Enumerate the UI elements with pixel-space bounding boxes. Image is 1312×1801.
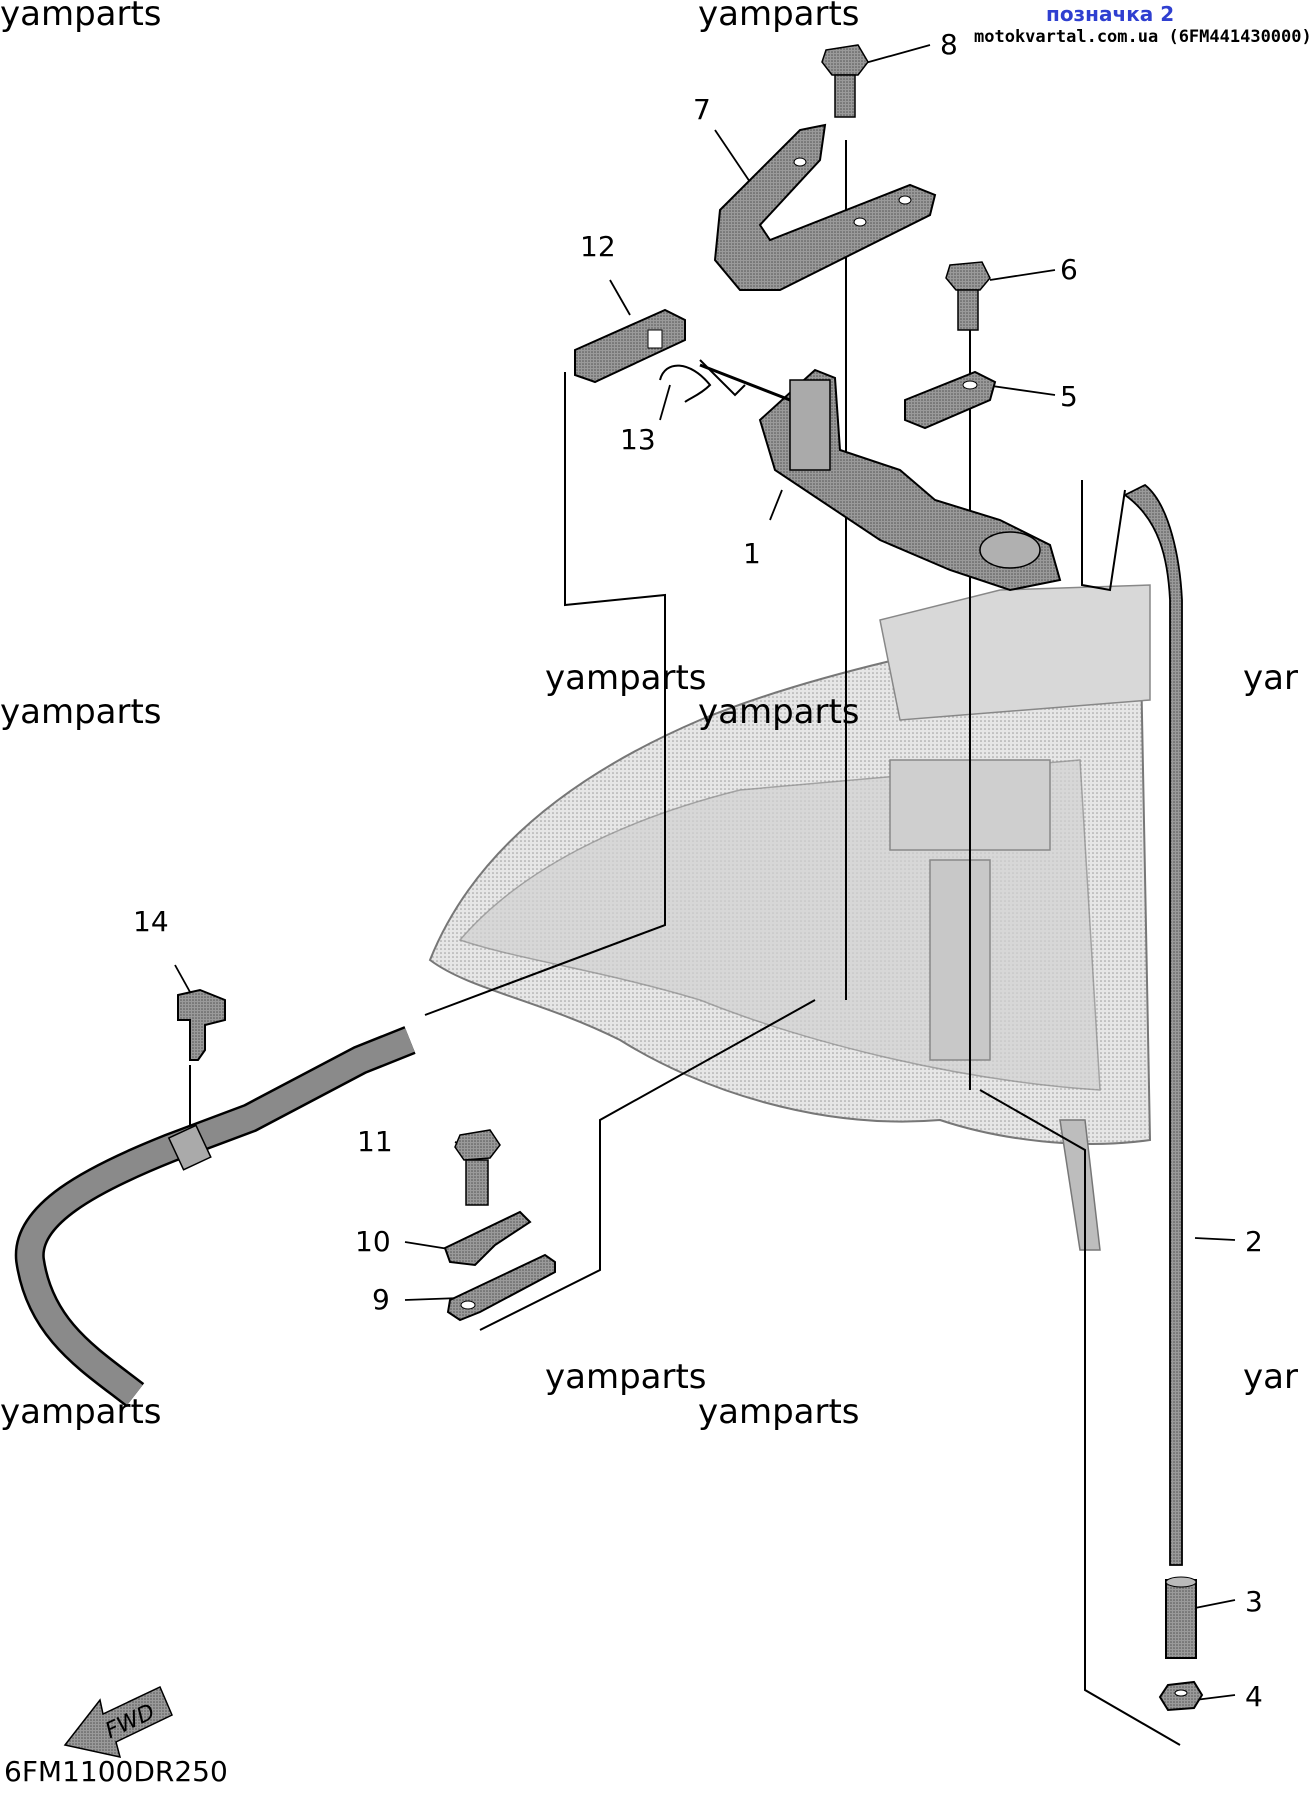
- watermark: yamparts: [698, 0, 860, 34]
- part-5-plate: [904, 370, 997, 430]
- callout-leaders: [174, 44, 1236, 1701]
- part-14-clamp: [177, 988, 226, 1061]
- callout-2: 2: [1245, 1225, 1263, 1258]
- callout-13: 13: [620, 423, 656, 456]
- part-7-bracket: [713, 123, 937, 291]
- callout-12: 12: [580, 230, 616, 263]
- shift-cable: [14, 1026, 416, 1407]
- part-12-connector: [574, 308, 686, 384]
- callout-10: 10: [355, 1225, 391, 1258]
- part-11-bolt: [454, 1129, 501, 1206]
- callout-14: 14: [133, 905, 169, 938]
- watermark: yamparts: [698, 692, 860, 732]
- part-8-bolt: [821, 44, 869, 118]
- part-6-bolt: [945, 261, 991, 331]
- part-4-nut: [1158, 1680, 1204, 1712]
- callout-5: 5: [1060, 380, 1078, 413]
- watermark: yamparts: [545, 658, 707, 698]
- watermark: yamparts: [698, 1392, 860, 1432]
- part-9-plate: [446, 1253, 556, 1322]
- fwd-arrow-icon: FWD: [63, 1685, 173, 1758]
- figure-code: 6FM1100DR250: [4, 1755, 228, 1788]
- callout-8: 8: [940, 28, 958, 61]
- watermark: yamparts: [0, 692, 162, 732]
- callout-4: 4: [1245, 1680, 1263, 1713]
- header-source: motokvartal.com.ua (6FM441430000): [974, 27, 1312, 47]
- callout-11: 11: [357, 1125, 393, 1158]
- part-10-plate: [443, 1210, 532, 1267]
- part-13-clip: [659, 364, 712, 403]
- callout-3: 3: [1245, 1585, 1263, 1618]
- lower-cowling: [428, 584, 1152, 1251]
- watermark: yar: [1243, 1357, 1298, 1397]
- watermark: yamparts: [0, 0, 162, 34]
- part-1-shift-assembly: [699, 363, 1062, 592]
- callout-1: 1: [743, 537, 761, 570]
- part-3-sleeve: [1165, 1576, 1197, 1659]
- watermark: yamparts: [0, 1392, 162, 1432]
- callout-9: 9: [372, 1283, 390, 1316]
- callout-7: 7: [693, 93, 711, 126]
- part-2-rod: [1123, 483, 1183, 1566]
- assembly-lines: [189, 140, 1181, 1746]
- watermark: yamparts: [545, 1357, 707, 1397]
- header-tag: позначка 2: [1046, 2, 1175, 26]
- watermark: yar: [1243, 658, 1298, 698]
- callout-6: 6: [1060, 253, 1078, 286]
